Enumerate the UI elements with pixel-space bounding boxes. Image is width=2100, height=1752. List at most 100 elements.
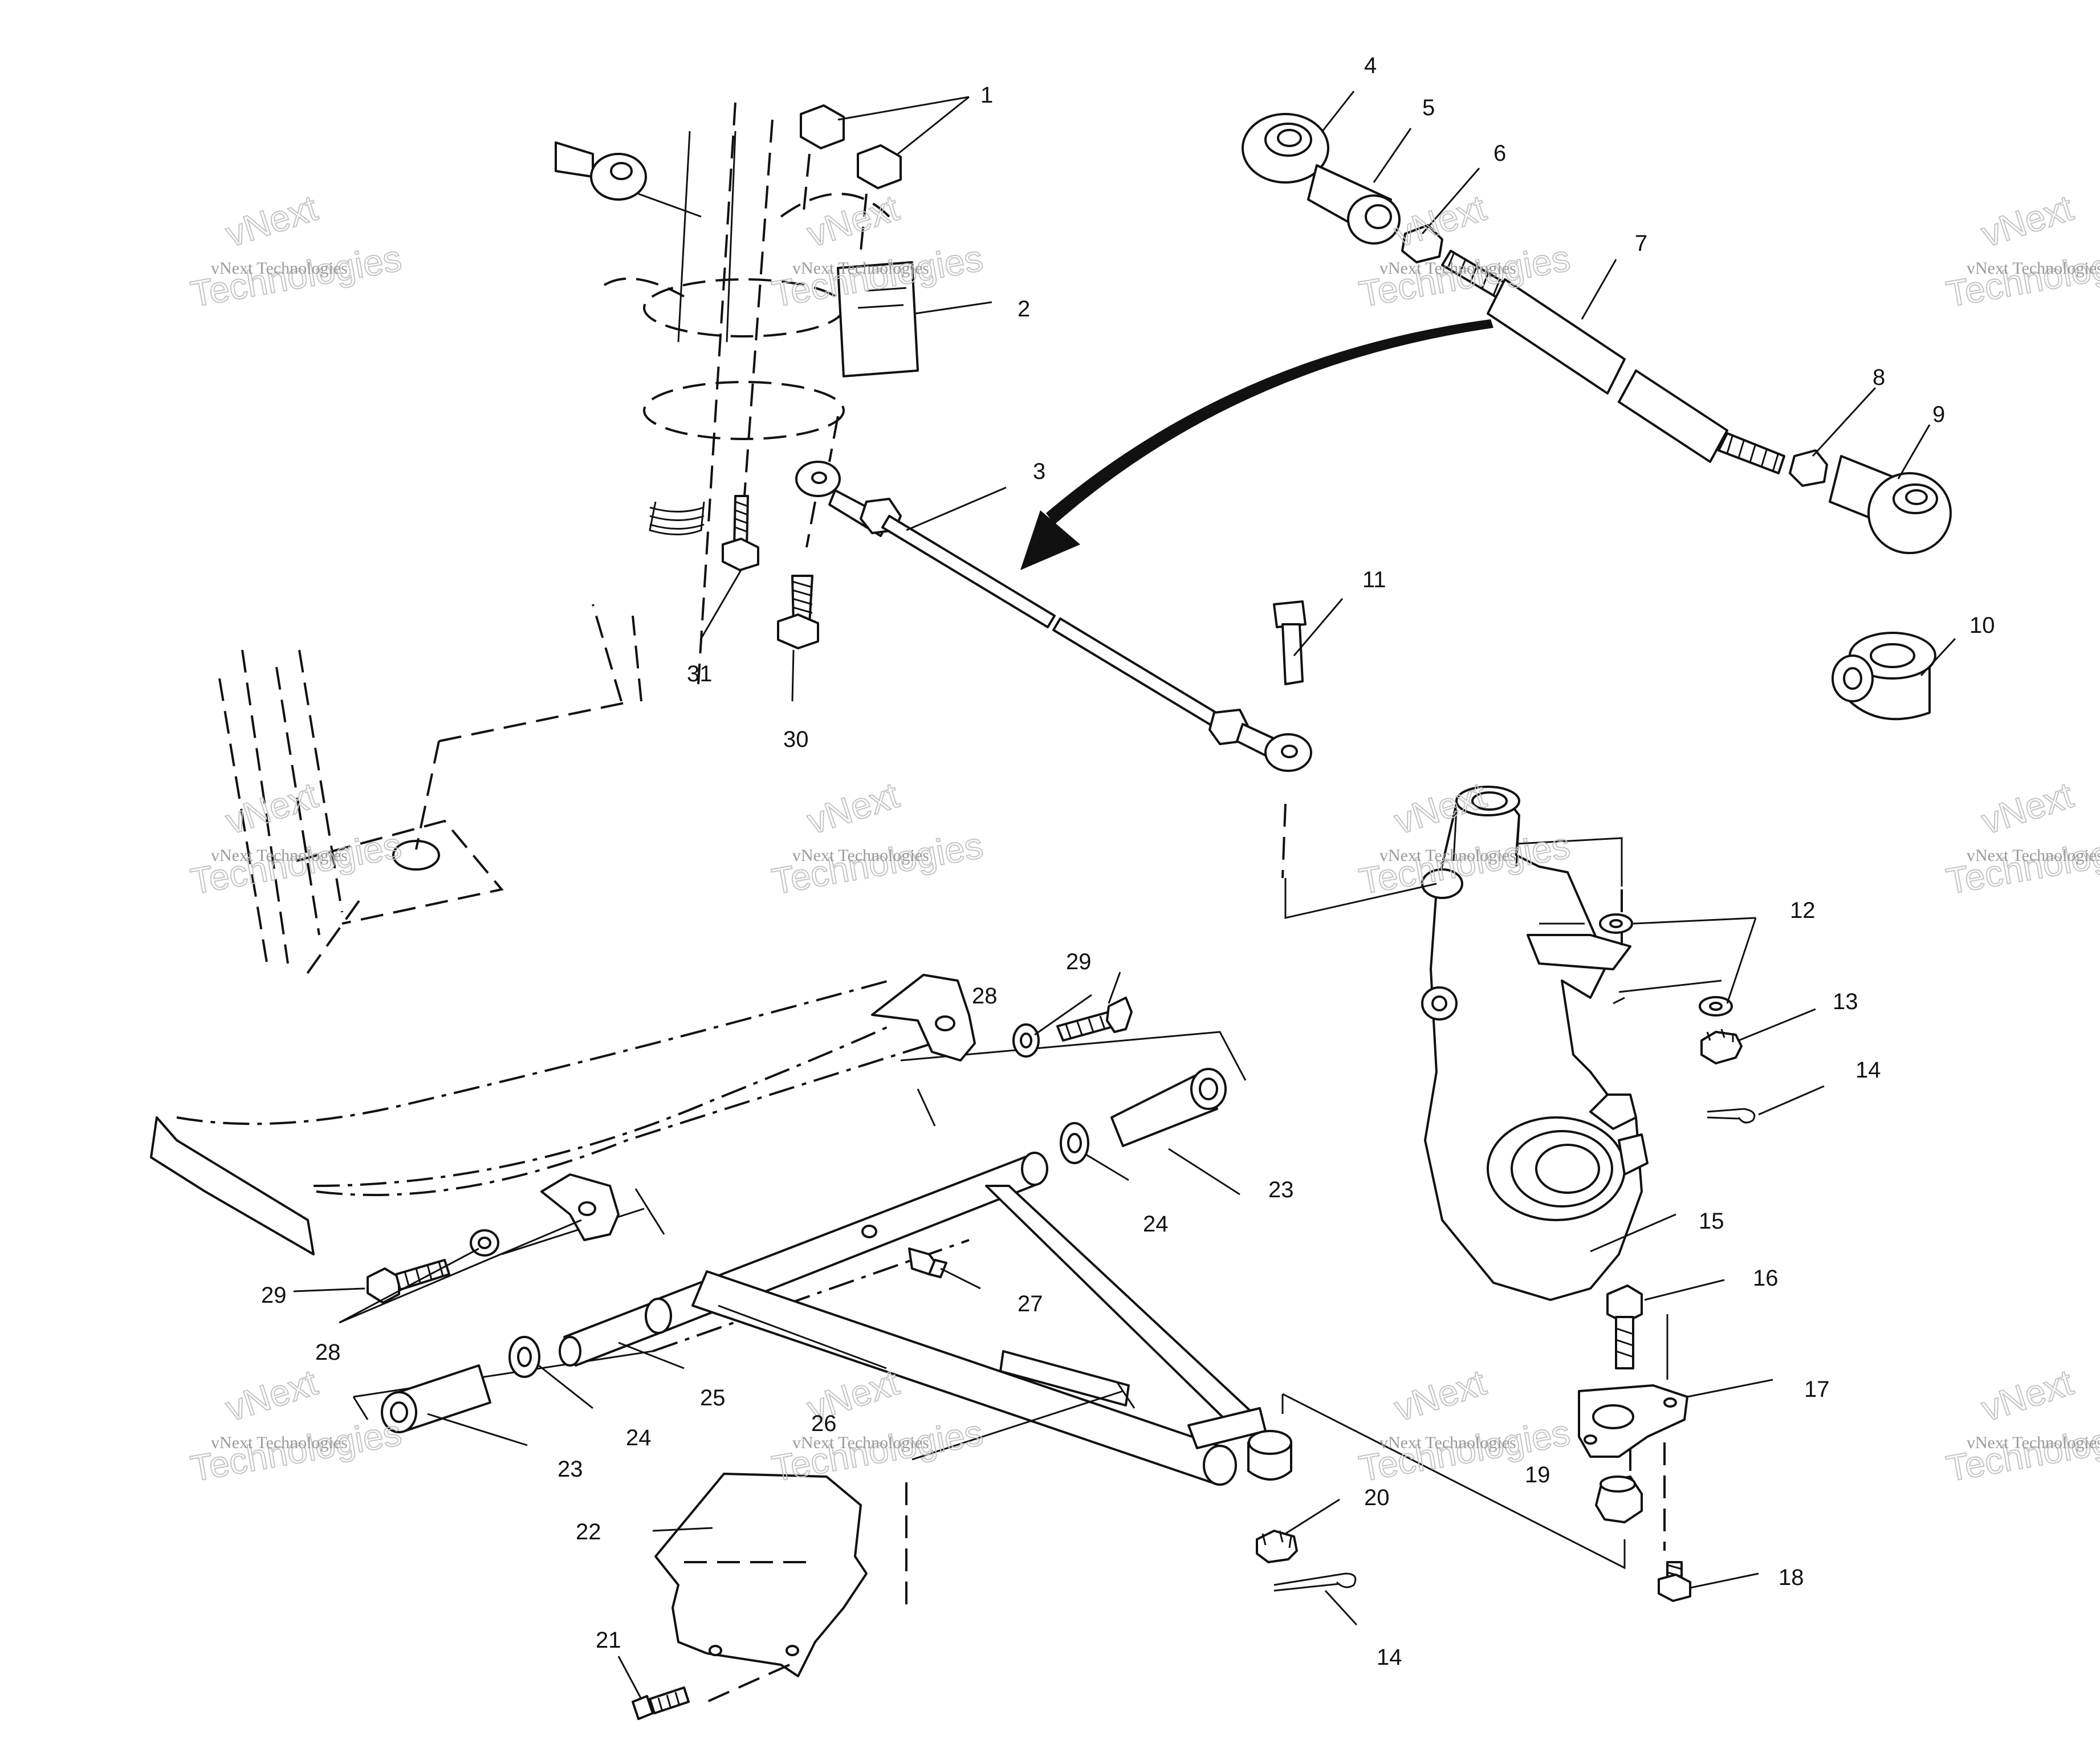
steering-knuckle [1421, 786, 1649, 1301]
mount-bracket-upper [871, 974, 976, 1062]
bushing-10 [1832, 632, 1936, 721]
washer-28-upper [1012, 1023, 1040, 1058]
nut-pair [800, 104, 902, 251]
grease-fitting-27 [908, 1247, 947, 1278]
callout-1: 1 [980, 83, 993, 108]
svg-text:vNext Technologies: vNext Technologies [211, 846, 348, 865]
washer-24-lower [508, 1336, 540, 1378]
castle-nut-20 [1256, 1530, 1298, 1563]
steering-post [603, 102, 845, 685]
callout-12: 12 [1790, 898, 1816, 923]
callout-21: 21 [596, 1628, 621, 1653]
callout-16: 16 [1753, 1266, 1779, 1291]
bolt-29-upper [1056, 997, 1133, 1042]
watermark-4: Technologies vNext Technologies vNext [1943, 186, 2100, 315]
cotter-pin-14-right [1707, 1108, 1756, 1124]
washer-12 [1599, 913, 1733, 1017]
callout-23-upper: 23 [1268, 1177, 1294, 1202]
callout-29-lower: 29 [261, 1283, 287, 1308]
watermark-2: Technologies vNext Technologies vNext [768, 186, 986, 315]
bolt-11 [1273, 600, 1307, 879]
bolt-30 [777, 575, 819, 649]
mount-bracket-lower [540, 1173, 620, 1241]
callout-31: 31 [687, 661, 713, 686]
svg-text:vNext: vNext [802, 774, 904, 842]
watermark-5: Technologies vNext Technologies vNext [187, 774, 405, 903]
callout-20: 20 [1364, 1485, 1390, 1510]
callout-8: 8 [1873, 365, 1885, 390]
tie-rod-exploded [1242, 113, 1952, 554]
callout-24-lower: 24 [626, 1425, 652, 1450]
ball-joint-19 [1595, 1475, 1643, 1523]
watermark-1: Technologies vNext Technologies vNext [187, 186, 405, 315]
svg-text:vNext: vNext [1389, 1361, 1491, 1429]
callout-4: 4 [1364, 53, 1377, 78]
a-arm [645, 1152, 1626, 1570]
callout-19: 19 [1525, 1462, 1550, 1487]
callout-7: 7 [1635, 231, 1647, 256]
svg-text:vNext Technologies: vNext Technologies [211, 259, 348, 278]
ball-joint-plate [1578, 1314, 1688, 1551]
callout-30: 30 [783, 727, 809, 752]
frame-section-left [218, 649, 633, 982]
watermark-8: Technologies vNext Technologies vNext [1943, 774, 2100, 903]
callout-13: 13 [1833, 989, 1858, 1014]
svg-text:vNext: vNext [1976, 1361, 2078, 1429]
callout-9: 9 [1932, 402, 1945, 427]
callout-25: 25 [700, 1385, 726, 1410]
watermark-9: Technologies vNext Technologies vNext [187, 1361, 405, 1490]
svg-text:vNext Technologies: vNext Technologies [1379, 259, 1516, 278]
washer-24-upper [1060, 1122, 1089, 1164]
watermark-12: Technologies vNext Technologies vNext [1943, 1361, 2100, 1490]
callout-2: 2 [1018, 296, 1030, 322]
cotter-pin-14-lower [1273, 1572, 1357, 1592]
bolt-18 [1658, 1561, 1691, 1602]
pivot-shaft-23-lower [381, 1364, 491, 1433]
svg-text:vNext Technologies: vNext Technologies [211, 1433, 348, 1452]
svg-text:vNext Technologies: vNext Technologies [1967, 1433, 2100, 1452]
callout-29-upper: 29 [1066, 949, 1092, 974]
svg-text:vNext Technologies: vNext Technologies [792, 259, 929, 278]
callout-27: 27 [1018, 1291, 1043, 1316]
frame-cross-member [150, 979, 1247, 1420]
washer-28-lower [470, 1229, 499, 1257]
svg-text:vNext Technologies: vNext Technologies [1379, 1433, 1516, 1452]
callout-28-upper: 28 [972, 983, 998, 1009]
steering-bracket [780, 193, 919, 377]
callout-17: 17 [1804, 1377, 1830, 1402]
svg-text:vNext: vNext [221, 1361, 322, 1429]
assembly-guide-knuckle [1284, 837, 1722, 1005]
castle-nut-13 [1700, 1029, 1743, 1064]
callout-11: 11 [1362, 567, 1386, 592]
callout-23-lower: 23 [557, 1457, 583, 1482]
callout-5: 5 [1422, 95, 1435, 120]
svg-text:vNext: vNext [1976, 187, 2078, 255]
callout-3: 3 [1033, 459, 1045, 484]
svg-text:vNext: vNext [1976, 774, 2078, 842]
direction-arrow [1020, 319, 1493, 570]
bolt-21 [632, 1686, 690, 1720]
svg-text:vNext Technologies: vNext Technologies [1379, 846, 1516, 865]
callout-18: 18 [1779, 1565, 1804, 1590]
callout-14-lower: 14 [1377, 1645, 1402, 1670]
watermark-6: Technologies vNext Technologies vNext [768, 774, 986, 903]
callout-14-right: 14 [1855, 1058, 1881, 1083]
tie-rod-assembly [795, 416, 1312, 772]
callout-labels: 1 2 3 4 5 6 7 8 9 10 11 12 13 14 15 16 1… [261, 53, 1995, 1670]
svg-text:vNext Technologies: vNext Technologies [792, 846, 929, 865]
tie-rod-end-left [555, 141, 702, 218]
callout-6: 6 [1493, 141, 1506, 166]
svg-text:vNext Technologies: vNext Technologies [1967, 259, 2100, 278]
callout-15: 15 [1699, 1209, 1724, 1234]
skid-plate [654, 1382, 1136, 1703]
callout-10: 10 [1969, 613, 1995, 638]
pivot-shaft-23-upper [1110, 1068, 1227, 1147]
callout-26: 26 [811, 1411, 837, 1436]
svg-text:vNext: vNext [221, 187, 322, 255]
callout-24-upper: 24 [1143, 1212, 1169, 1237]
callout-22: 22 [576, 1519, 601, 1544]
svg-text:vNext Technologies: vNext Technologies [1967, 846, 2100, 865]
bolt-16 [1606, 1284, 1643, 1369]
svg-text:vNext Technologies: vNext Technologies [792, 1433, 929, 1452]
